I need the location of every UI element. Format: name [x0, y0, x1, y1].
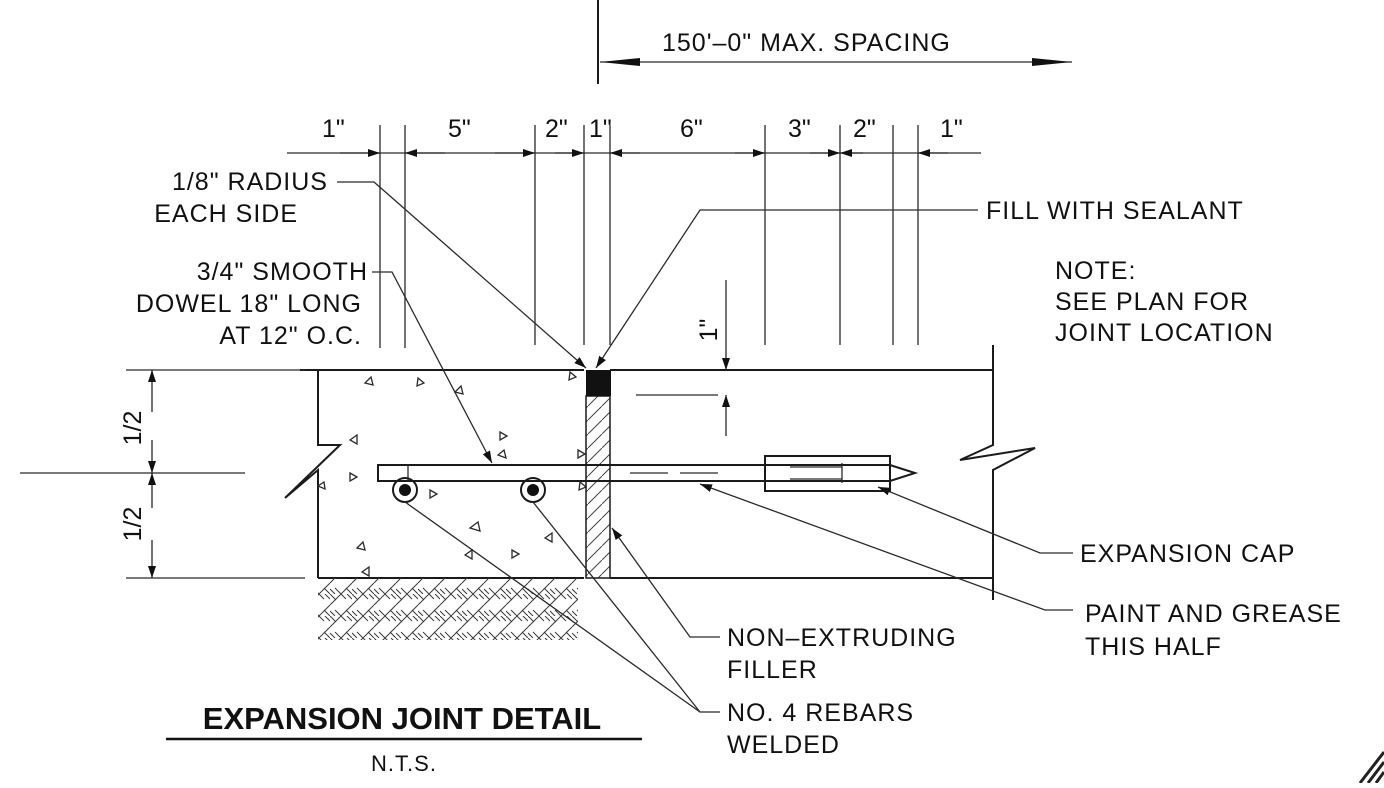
callout-leaders — [337, 181, 1073, 713]
spacing-label: 150'–0" MAX. SPACING — [662, 29, 951, 57]
cap-callout: EXPANSION CAP — [1080, 540, 1295, 568]
dim-1-left: 1" — [322, 115, 345, 143]
drawing-title: EXPANSION JOINT DETAIL — [203, 701, 601, 736]
rebars-callout-line1: NO. 4 REBARS — [727, 699, 914, 727]
dim-2-left: 2" — [545, 115, 568, 143]
dim-1-right: 1" — [940, 115, 963, 143]
sealant-block — [586, 370, 611, 396]
radius-callout-line1: 1/8" RADIUS — [172, 168, 328, 196]
rebars-callout-line2: WELDED — [727, 731, 840, 759]
dim-3: 3" — [788, 115, 811, 143]
scale-note: N.T.S. — [371, 751, 437, 776]
filler-callout-line2: FILLER — [727, 656, 818, 684]
dowel-callout-line1: 3/4" SMOOTH — [197, 258, 368, 286]
concrete-slab-right — [610, 345, 1036, 600]
non-extruding-filler — [585, 395, 611, 579]
subgrade-gravel — [318, 578, 578, 640]
top-half-dim: 1/2 — [119, 411, 147, 446]
note-heading: NOTE: — [1055, 257, 1136, 285]
paint-callout-line2: THIS HALF — [1085, 633, 1222, 661]
dim-1-joint: 1" — [589, 115, 612, 143]
dim-2-right: 2" — [853, 115, 876, 143]
note-line2: JOINT LOCATION — [1055, 319, 1274, 347]
dim-6: 6" — [680, 115, 703, 143]
dowel-callout-line2: DOWEL 18" LONG — [136, 290, 362, 318]
filler-callout-line1: NON–EXTRUDING — [727, 624, 957, 652]
sealant-callout: FILL WITH SEALANT — [986, 197, 1244, 225]
sealant-depth-dim: 1" — [695, 319, 723, 342]
dim-5: 5" — [448, 115, 471, 143]
max-spacing-dimension: 150'–0" MAX. SPACING — [597, 0, 1072, 84]
note-line1: SEE PLAN FOR — [1055, 288, 1249, 316]
paint-callout-line1: PAINT AND GREASE — [1085, 600, 1342, 628]
concrete-slab-left — [284, 369, 588, 579]
bottom-half-dim: 1/2 — [119, 507, 147, 542]
vertical-dimensions: 1/2 1/2 1" — [20, 280, 730, 579]
radius-callout-line2: EACH SIDE — [154, 200, 298, 228]
dowel-callout-line3: AT 12" O.C. — [219, 322, 362, 350]
smooth-dowel — [377, 455, 919, 492]
dimension-chain: 1" 5" 2" 1" 6" 3" 2" 1" — [287, 115, 981, 348]
corner-mark — [1358, 751, 1384, 784]
